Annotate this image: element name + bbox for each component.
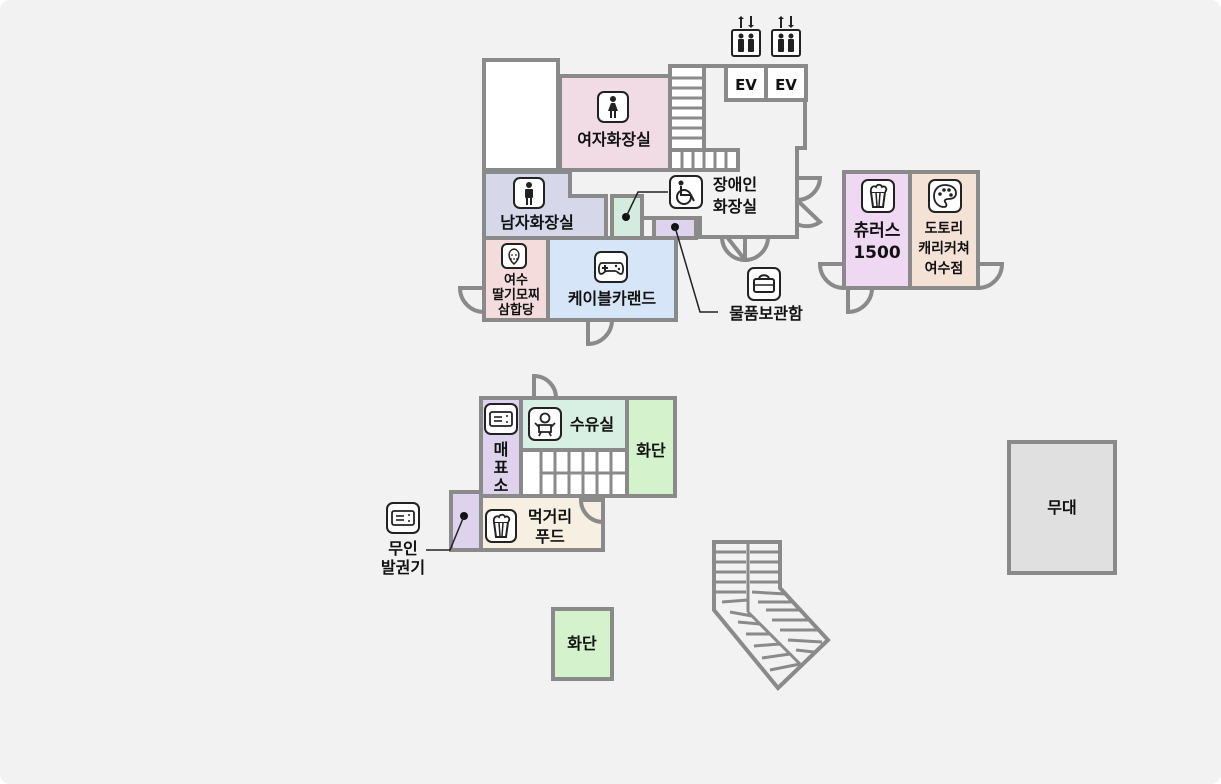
blank-room — [482, 58, 560, 172]
caricature-label-line2: 캐리커쳐 — [918, 241, 970, 257]
elevator-left[interactable] — [724, 64, 768, 102]
ticket-office-label-line1: 매 — [494, 440, 509, 459]
mens-restroom-label: 남자화장실 — [500, 213, 574, 232]
door — [796, 176, 823, 203]
strawberry-label-line1: 여수 — [504, 272, 528, 288]
door — [720, 235, 750, 263]
locker-leader — [674, 226, 718, 313]
gamepad-icon — [594, 251, 628, 283]
flower-bed-lower — [551, 607, 614, 681]
elevator-right[interactable] — [764, 64, 808, 102]
stage-label: 무대 — [1047, 498, 1076, 517]
caricature-label-line3: 여수점 — [925, 260, 964, 277]
churros-label-line1: 츄러스 — [854, 221, 901, 241]
strawberry-label-line2: 딸기모찌 — [492, 287, 540, 303]
flower-bed-upper-label: 화단 — [636, 441, 666, 460]
male-icon — [513, 177, 545, 209]
stage — [1007, 440, 1117, 575]
door — [795, 198, 824, 229]
kiosk-label-line1: 무인 — [388, 539, 417, 558]
strawberry-icon — [501, 243, 527, 269]
door — [586, 319, 614, 347]
lower-building — [449, 373, 677, 552]
elevator-icon — [731, 16, 761, 57]
upper-building: EV EV — [457, 16, 824, 347]
popcorn-icon — [485, 509, 517, 543]
elevator-left-label: EV — [735, 76, 757, 94]
snack-food-label-line1: 먹거리 — [528, 507, 572, 526]
popcorn-icon — [861, 179, 895, 213]
ticket-icon — [386, 502, 420, 534]
accessible-restroom-leader — [625, 191, 668, 218]
snack-food-label-line2: 푸드 — [535, 527, 565, 546]
arcade-label: 케이블카랜드 — [568, 289, 657, 308]
staircase-outline — [712, 540, 831, 691]
door — [457, 286, 485, 314]
upper-stair-steps — [672, 76, 702, 140]
landing-step-lines — [680, 152, 728, 168]
kiosk-label-line2: 발권기 — [381, 558, 425, 577]
locker-label: 물품보관함 — [729, 304, 803, 323]
baby-icon — [528, 407, 562, 441]
accessible-restroom-label-line2: 화장실 — [713, 197, 757, 216]
door — [817, 262, 845, 290]
churros-shop[interactable] — [842, 170, 912, 290]
kiosk-booth[interactable] — [449, 490, 483, 552]
ticket-office-label-line3: 소 — [494, 476, 509, 495]
door — [977, 262, 1005, 290]
nursing-room-label: 수유실 — [570, 415, 614, 434]
ticket-office-label-line2: 표 — [494, 458, 509, 477]
door — [532, 373, 558, 399]
palette-icon — [928, 179, 962, 213]
womens-restroom-label: 여자화장실 — [577, 130, 651, 149]
elevator-right-label: EV — [775, 76, 797, 94]
diagonal-staircase — [712, 540, 831, 691]
flower-bed-lower-label: 화단 — [567, 634, 597, 653]
kiosk-leader — [426, 515, 465, 551]
accessible-restroom-label-line1: 장애인 — [713, 175, 757, 194]
wheelchair-icon — [669, 175, 703, 209]
door — [578, 498, 604, 524]
churros-label-line2: 1500 — [853, 243, 900, 263]
caricature-label-line1: 도토리 — [925, 221, 964, 237]
ticket-icon — [484, 403, 518, 435]
flower-bed-upper — [625, 396, 677, 498]
door — [846, 287, 874, 315]
locker-icon — [747, 267, 781, 301]
elevator-icon — [771, 16, 801, 57]
female-icon — [597, 91, 629, 123]
strawberry-label-line3: 삼합당 — [498, 302, 534, 318]
lower-stair-steps — [539, 452, 625, 494]
